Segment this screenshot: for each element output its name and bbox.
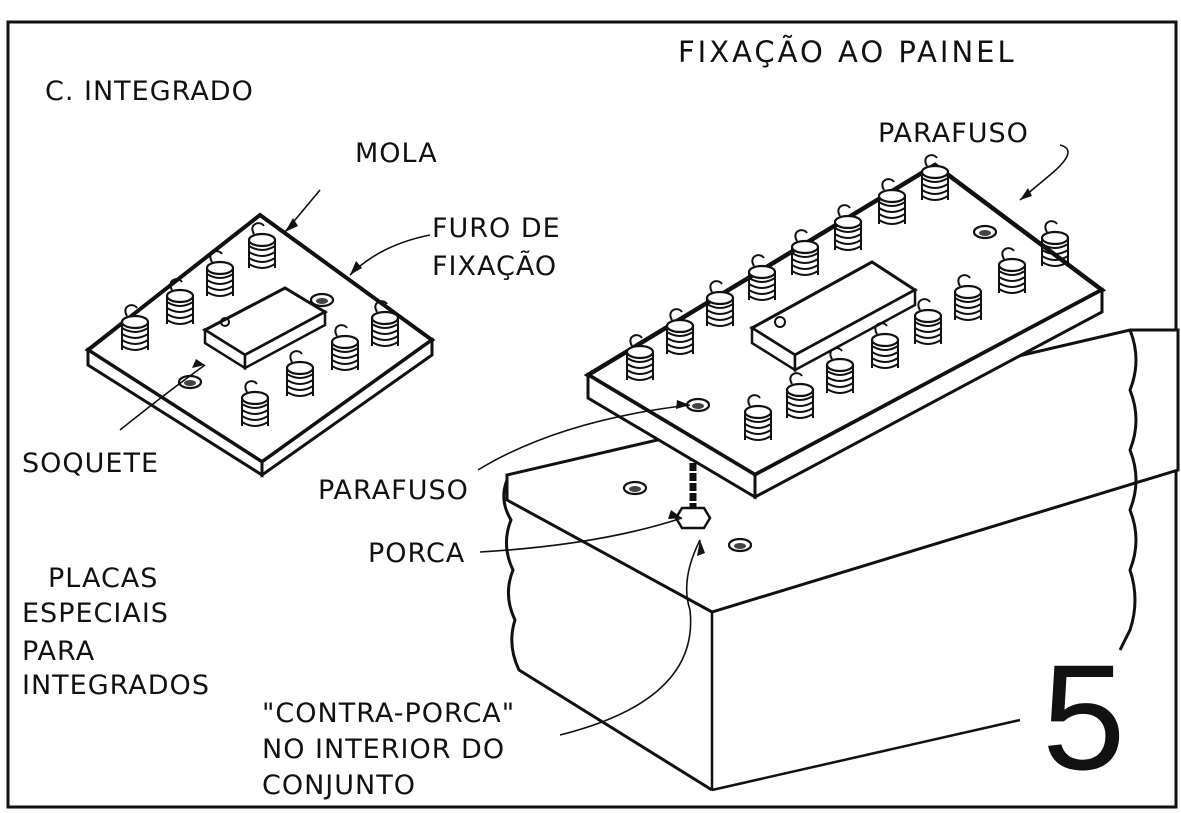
label-fixacao: FIXAÇÃO <box>432 251 558 282</box>
label-para: PARA <box>22 636 96 667</box>
figure-number: 5 <box>1042 633 1126 801</box>
label-mola: MOLA <box>355 138 438 169</box>
label-integrados: INTEGRADOS <box>22 670 210 701</box>
label-soquete: SOQUETE <box>22 448 160 479</box>
label-porca: PORCA <box>368 538 466 569</box>
small-ic-chip <box>201 286 329 371</box>
label-c-integrado: C. INTEGRADO <box>45 76 254 107</box>
leader-arrowheads <box>192 188 1032 556</box>
label-parafuso-mid: PARAFUSO <box>318 475 469 506</box>
label-no-interior-do: NO INTERIOR DO <box>262 734 506 765</box>
label-contra-porca: "CONTRA-PORCA" <box>262 698 516 729</box>
title-fixacao-ao-painel: FIXAÇÃO AO PAINEL <box>678 35 1017 69</box>
leader-lines <box>119 144 1069 736</box>
label-parafuso-top: PARAFUSO <box>878 118 1029 149</box>
label-placas: PLACAS <box>48 563 159 594</box>
label-conjunto: CONJUNTO <box>262 770 416 801</box>
panel-box <box>502 328 1180 792</box>
label-especiais: ESPECIAIS <box>22 598 169 629</box>
large-ic-chip <box>749 260 918 373</box>
label-furo-de: FURO DE <box>432 213 561 244</box>
